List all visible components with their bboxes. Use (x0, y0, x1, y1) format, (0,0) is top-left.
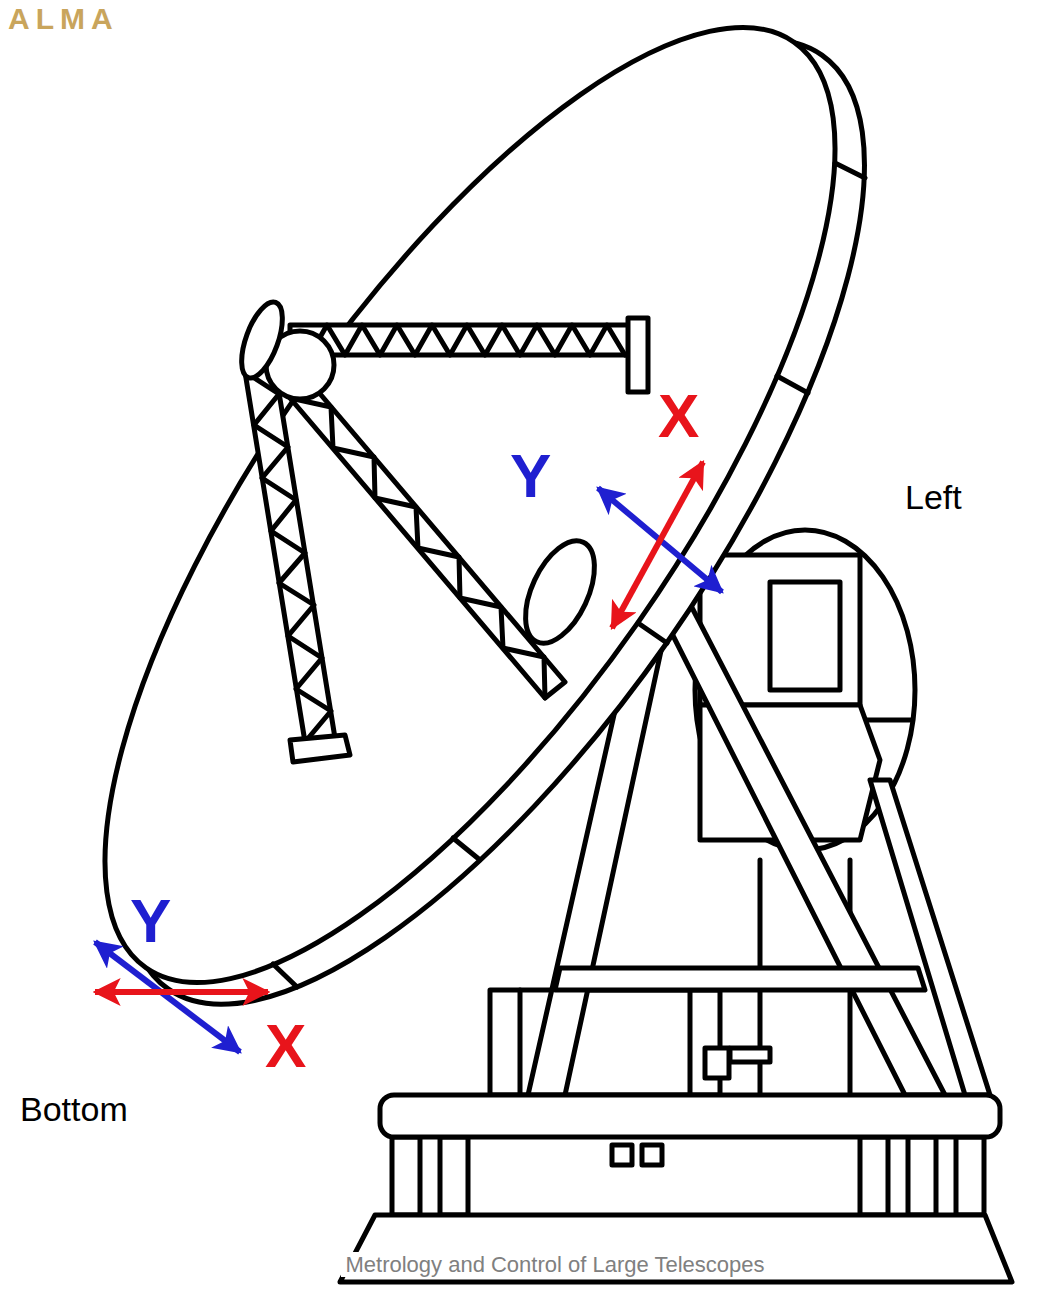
x-axis-arrow (95, 989, 268, 995)
position-label: Bottom (20, 1090, 128, 1129)
base-foot (908, 1137, 936, 1215)
axis-label: X (265, 1010, 306, 1081)
base-foot (860, 1137, 888, 1215)
leg-lattice (290, 398, 545, 698)
base-foot (440, 1137, 468, 1215)
leg-beam (290, 382, 565, 698)
ring-segment (273, 964, 297, 987)
axis-label: X (658, 380, 699, 451)
building-post (518, 990, 523, 1095)
pedestal-crossbar (555, 968, 925, 990)
cabin-window (730, 1048, 770, 1062)
y-axis-arrow (95, 942, 240, 1052)
leg-foot (290, 735, 350, 762)
building-post (688, 990, 693, 1095)
footer-text: Metrology and Control of Large Telescope… (341, 1252, 768, 1277)
ring-segment (777, 376, 808, 393)
feed-leg (290, 382, 565, 698)
pedestal-leg (870, 780, 990, 1095)
cabin-window (612, 1145, 632, 1165)
logo-text: ALMA (8, 2, 119, 37)
cabin-window (705, 1048, 729, 1078)
pedestal-building (490, 990, 720, 1095)
axis-arrows (95, 462, 722, 1052)
subreflector (233, 297, 290, 383)
arm-beam (290, 325, 630, 355)
position-label: Left (905, 478, 962, 517)
base-foot (392, 1137, 420, 1215)
cabin-window (642, 1145, 662, 1165)
arm-end-plate (628, 318, 648, 392)
x-axis-arrow (612, 462, 703, 628)
ring-segment (835, 163, 865, 178)
feed-arm (290, 318, 648, 392)
dish-rim (0, 0, 962, 1085)
base-foot (956, 1137, 984, 1215)
base-ring (380, 1095, 1000, 1137)
base-plate (340, 1215, 1012, 1282)
axis-label: Y (510, 440, 551, 511)
arm-lattice (310, 325, 625, 355)
axis-label: Y (130, 885, 171, 956)
ring-segment (638, 623, 667, 643)
antenna-drawing (0, 0, 1012, 1282)
cabin-panel (770, 582, 840, 690)
ring-segment (453, 838, 480, 860)
